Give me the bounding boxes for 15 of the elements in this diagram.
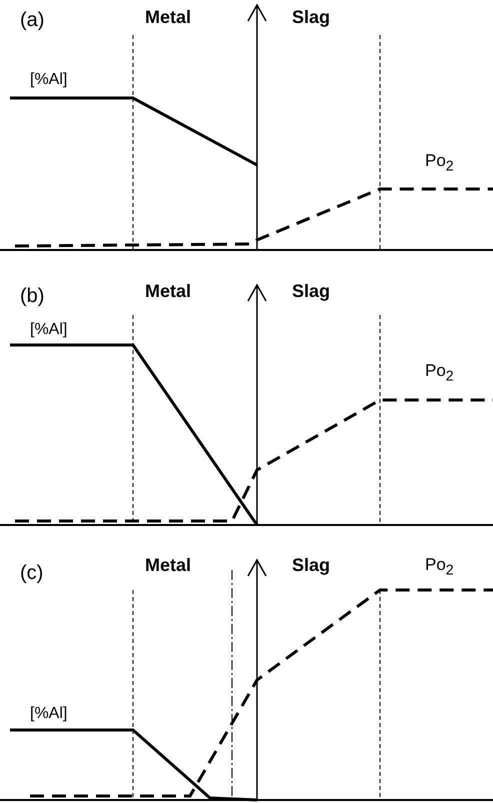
- curve-label: [%Al]: [30, 322, 68, 338]
- region-label: Metal: [145, 556, 192, 574]
- panel-letter: (a): [20, 10, 44, 30]
- region-label: Metal: [145, 282, 192, 300]
- region-label: Slag: [292, 8, 330, 26]
- panel-letter: (b): [20, 286, 44, 306]
- curve-label: [%Al]: [30, 72, 68, 88]
- curve-label: Po$_{2}$: [425, 152, 454, 174]
- curve-label: [%Al]: [30, 706, 68, 722]
- region-label: Metal: [145, 8, 192, 26]
- curve-label: Po$_{2}$: [425, 362, 454, 384]
- region-label: Slag: [292, 282, 330, 300]
- region-label: Slag: [292, 556, 330, 574]
- panel-letter: (c): [20, 563, 44, 583]
- curve-label: Po$_{2}$: [425, 556, 454, 578]
